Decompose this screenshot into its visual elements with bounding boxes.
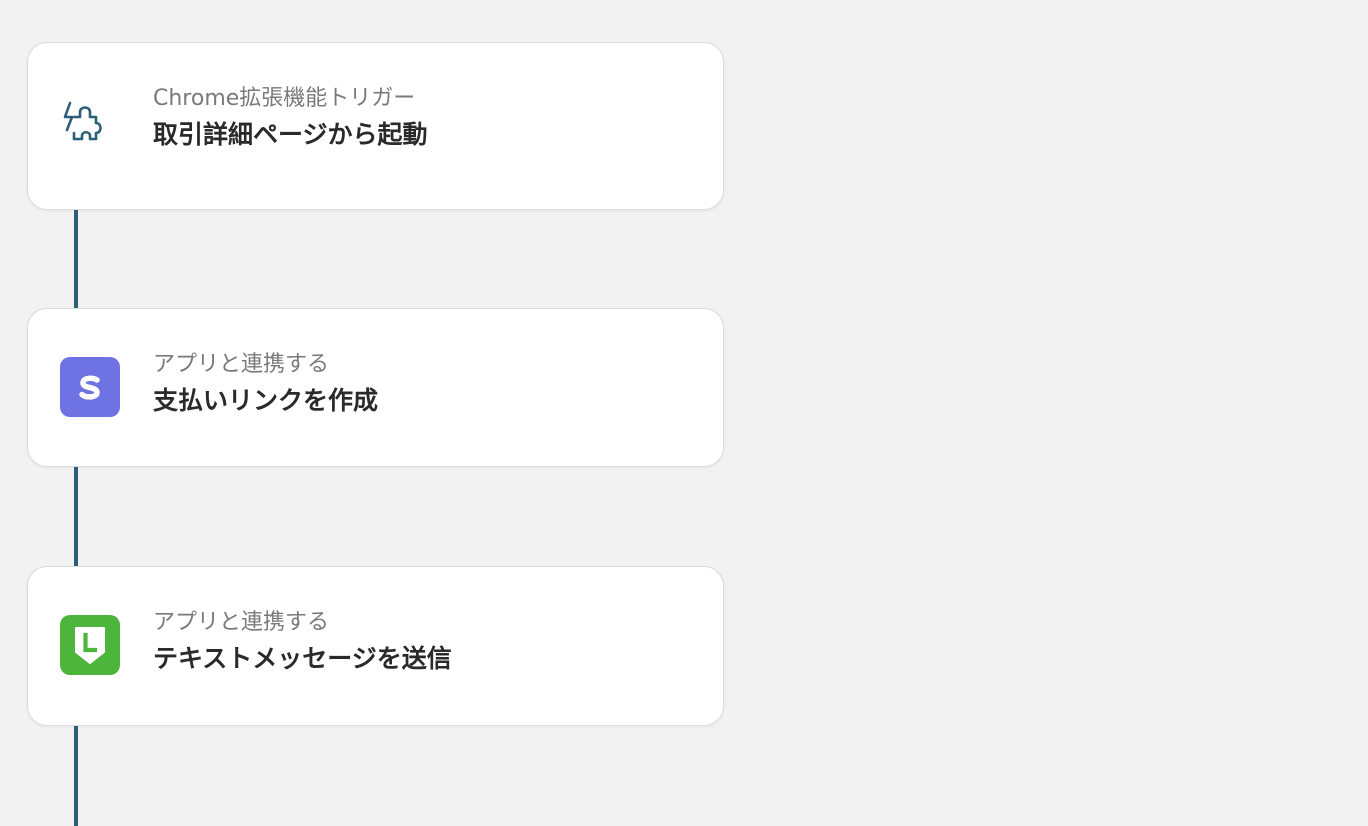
flow-connector-1 (74, 210, 78, 308)
flow-step-create-payment-link[interactable]: アプリと連携する 支払いリンクを作成 (27, 308, 724, 467)
line-shield-icon (60, 615, 120, 675)
step-title: 支払いリンクを作成 (153, 386, 379, 415)
step-type-label: アプリと連携する (153, 610, 330, 635)
flow-step-trigger[interactable]: Chrome拡張機能トリガー 取引詳細ページから起動 (27, 42, 724, 210)
step-type-label: Chrome拡張機能トリガー (153, 86, 416, 111)
flow-step-send-text-message[interactable]: アプリと連携する テキストメッセージを送信 (27, 566, 724, 726)
step-title: テキストメッセージを送信 (153, 644, 452, 673)
step-type-label: アプリと連携する (153, 352, 330, 377)
flow-connector-2 (74, 467, 78, 566)
flow-connector-3 (74, 726, 78, 826)
step-title: 取引詳細ページから起動 (153, 120, 428, 149)
puzzle-bolt-icon (60, 97, 120, 157)
stripe-s-icon (60, 357, 120, 417)
